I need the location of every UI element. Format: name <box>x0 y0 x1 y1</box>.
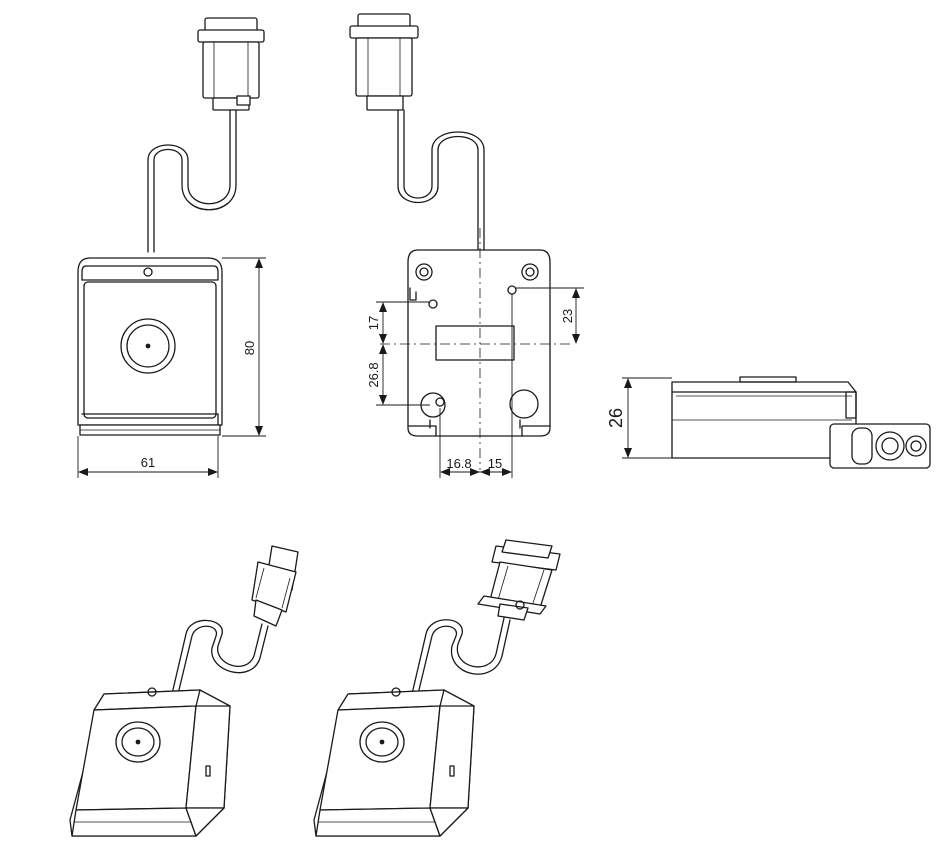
usb-plug <box>251 545 299 627</box>
dim-label-23: 23 <box>560 309 575 323</box>
dimension-back-26-8: 26.8 <box>366 344 430 406</box>
dim-label-17: 17 <box>366 316 381 330</box>
db9-plug-iso <box>477 539 561 621</box>
cable-usb <box>171 619 263 695</box>
dim-label-16-8: 16.8 <box>446 456 471 471</box>
reader-body-front <box>77 257 223 436</box>
dimension-back-bottom: 16.8 15 <box>439 294 513 478</box>
side-view: 26 <box>606 376 931 469</box>
iso-view-usb <box>69 545 299 837</box>
db9-connector-back <box>349 13 419 111</box>
cable-front <box>147 109 231 253</box>
dimension-back-17: 17 <box>366 301 429 344</box>
cable-db9 <box>411 617 505 695</box>
dim-label-26-8: 26.8 <box>366 362 381 387</box>
dimension-back-23: 23 <box>516 287 584 344</box>
cable-back <box>397 109 479 251</box>
reader-body-usb <box>69 687 231 837</box>
dim-label-26: 26 <box>606 408 626 428</box>
dimension-front-width: 61 <box>77 436 219 478</box>
iso-view-db9 <box>313 539 561 837</box>
db9-connector-side <box>829 423 931 469</box>
dim-label-61: 61 <box>141 455 155 470</box>
reader-body-db9 <box>313 687 475 837</box>
reader-body-back <box>407 249 551 437</box>
dim-label-80: 80 <box>242 341 257 355</box>
back-view: 17 26.8 23 16.8 15 <box>349 13 584 478</box>
dim-label-15: 15 <box>488 456 502 471</box>
dimension-side-height: 26 <box>606 377 672 459</box>
dimension-front-height: 80 <box>222 257 266 437</box>
db9-connector-front <box>197 17 265 111</box>
front-view: 80 61 <box>77 17 266 478</box>
